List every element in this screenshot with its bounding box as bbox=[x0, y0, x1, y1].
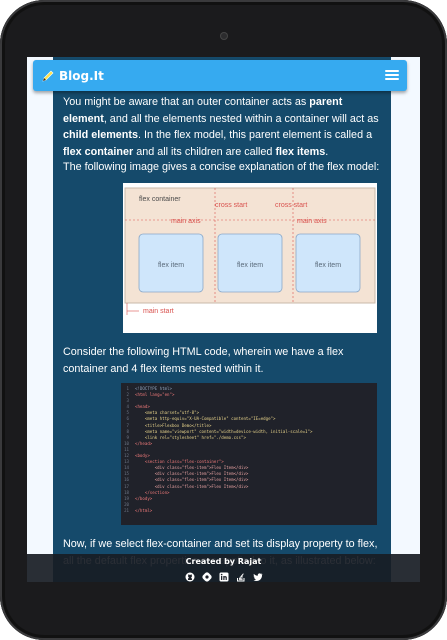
flex-item-label: flex item bbox=[315, 262, 341, 269]
code-line: 3 bbox=[126, 398, 129, 404]
flex-item-box bbox=[295, 233, 361, 293]
main-start-label: main start bbox=[143, 308, 174, 315]
flex-item-label: flex item bbox=[158, 262, 184, 269]
code-line: 18 </section> bbox=[124, 489, 170, 495]
cross-start-label: cross start bbox=[275, 202, 307, 209]
code-line: 10</head> bbox=[124, 440, 153, 446]
hashnode-icon[interactable] bbox=[201, 569, 212, 582]
code-line: 15 <div class="flex-item">Flex Item</div… bbox=[124, 471, 249, 477]
code-line: 17 <div class="flex-item">Flex Item</div… bbox=[124, 483, 249, 489]
code-line: 11 bbox=[124, 446, 129, 452]
brand-logo[interactable]: Blog.It bbox=[41, 67, 104, 85]
hamburger-menu-icon[interactable] bbox=[385, 68, 399, 82]
code-line: 7 <title>Flexbox Demo</title> bbox=[126, 422, 212, 428]
code-line: 5 <meta charset="utf-8"> bbox=[126, 410, 200, 416]
code-line: 20 bbox=[124, 501, 129, 507]
paragraph-html-code-intro: Consider the following HTML code, wherei… bbox=[63, 346, 344, 375]
twitter-icon[interactable] bbox=[253, 569, 263, 581]
code-line: 16 <div class="flex-item">Flex Item</div… bbox=[124, 477, 249, 483]
front-camera bbox=[220, 32, 228, 40]
code-line: 14 <div class="flex-item">Flex Item</div… bbox=[124, 465, 249, 471]
code-line: 6 <meta http-equiv="X-UA-Compatible" con… bbox=[126, 416, 276, 422]
social-links bbox=[27, 569, 420, 582]
footer: Created by Rajat bbox=[27, 554, 420, 582]
screen: Blog.It You might be aware that an outer… bbox=[27, 57, 420, 582]
code-line: 1<!DOCTYPE html> bbox=[126, 386, 172, 391]
code-line: 19</body> bbox=[124, 495, 153, 501]
code-line: 9 <link rel="stylesheet" href="./demo.cs… bbox=[126, 434, 246, 440]
article-content: You might be aware that an outer contain… bbox=[53, 57, 391, 582]
main-axis-label: main axis bbox=[171, 218, 201, 225]
code-line: 21</html> bbox=[124, 507, 153, 513]
flex-item-label: flex item bbox=[237, 262, 263, 269]
github-icon[interactable] bbox=[185, 569, 195, 582]
flex-item-box bbox=[138, 233, 204, 293]
code-line: 2<html lang="en"> bbox=[126, 392, 175, 398]
flex-container-label: flex container bbox=[139, 196, 181, 203]
flex-item-box bbox=[217, 233, 283, 293]
code-line: 8 <meta name="viewport" content="width=d… bbox=[126, 428, 313, 434]
cross-start-label: cross start bbox=[215, 202, 247, 209]
code-line: 13 <section class="flex-container"> bbox=[124, 459, 224, 465]
navbar: Blog.It bbox=[33, 60, 407, 91]
code-line: 4<head> bbox=[126, 404, 150, 410]
code-line: 12<body> bbox=[124, 453, 150, 459]
brand-name: Blog.It bbox=[59, 69, 104, 83]
pencil-icon bbox=[42, 70, 54, 82]
flex-model-diagram: flex container cross start cross start m… bbox=[123, 183, 377, 333]
paragraph-image-intro: The following image gives a concise expl… bbox=[63, 161, 380, 173]
paragraph-flex-intro: You might be aware that an outer contain… bbox=[63, 96, 379, 158]
main-axis-label: main axis bbox=[297, 218, 327, 225]
stackoverflow-icon[interactable] bbox=[236, 569, 246, 582]
linkedin-icon[interactable] bbox=[219, 569, 229, 582]
footer-credit: Created by Rajat bbox=[185, 557, 262, 566]
